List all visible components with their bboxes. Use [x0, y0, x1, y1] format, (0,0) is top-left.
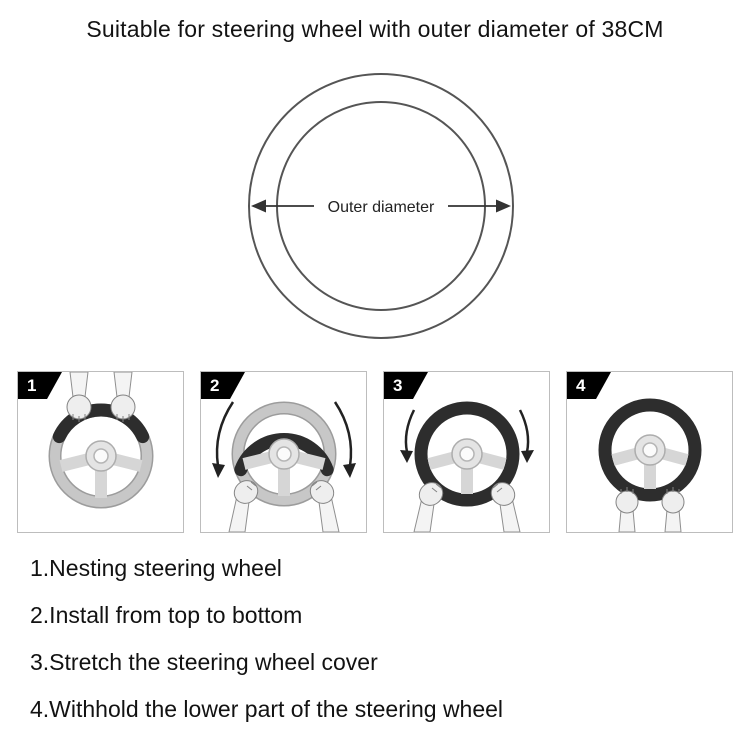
instruction-line-1: 1.Nesting steering wheel	[30, 555, 282, 581]
instruction-line-3: 3.Stretch the steering wheel cover	[30, 649, 378, 675]
wheel-outer-circle	[248, 73, 514, 339]
cover-top-arc	[52, 403, 150, 444]
cover-full-ring	[414, 401, 520, 507]
steering-wheel	[231, 401, 337, 507]
installation-steps: 1	[0, 371, 750, 533]
step-number: 3	[393, 375, 403, 395]
diameter-label: Outer diameter	[328, 199, 435, 216]
left-hand-icon	[66, 372, 92, 422]
left-hand-icon	[615, 487, 639, 532]
right-hand-icon	[110, 372, 136, 422]
arrowhead-right-icon	[496, 199, 511, 213]
right-hand-icon	[661, 487, 685, 532]
arrow-down-left-icon	[212, 401, 235, 478]
arrow-down-right-icon	[333, 401, 356, 478]
step-number: 4	[576, 375, 586, 395]
step-number: 1	[27, 375, 37, 395]
right-hand-icon	[309, 480, 340, 532]
steering-wheel	[414, 401, 520, 507]
steering-wheel	[598, 398, 702, 502]
step-1-illustration	[48, 372, 154, 509]
step-2-illustration	[212, 401, 356, 532]
step-panel-2: 2	[200, 371, 367, 533]
left-hand-icon	[413, 482, 444, 532]
step-4-illustration	[598, 398, 702, 532]
steering-wheel	[48, 403, 154, 509]
diameter-arrow: Outer diameter	[251, 192, 511, 219]
instruction-list: 1.Nesting steering wheel 2.Install from …	[0, 533, 750, 733]
step-3-illustration	[400, 401, 534, 532]
arrowhead-left-icon	[251, 199, 266, 213]
instruction-line-4: 4.Withhold the lower part of the steerin…	[30, 696, 504, 722]
arrow-down-right-icon	[518, 409, 534, 463]
step-panel-3: 3	[383, 371, 550, 533]
arrow-down-left-icon	[400, 409, 416, 463]
page-title: Suitable for steering wheel with outer d…	[86, 16, 664, 42]
cover-full-ring	[598, 398, 702, 502]
step-number: 2	[210, 375, 220, 395]
outer-diameter-diagram: Outer diameter	[248, 73, 514, 339]
left-hand-icon	[228, 480, 259, 532]
step-panel-4: 4	[566, 371, 733, 533]
right-hand-icon	[490, 482, 521, 532]
step-panel-1: 1	[17, 371, 184, 533]
instruction-line-2: 2.Install from top to bottom	[30, 602, 303, 628]
